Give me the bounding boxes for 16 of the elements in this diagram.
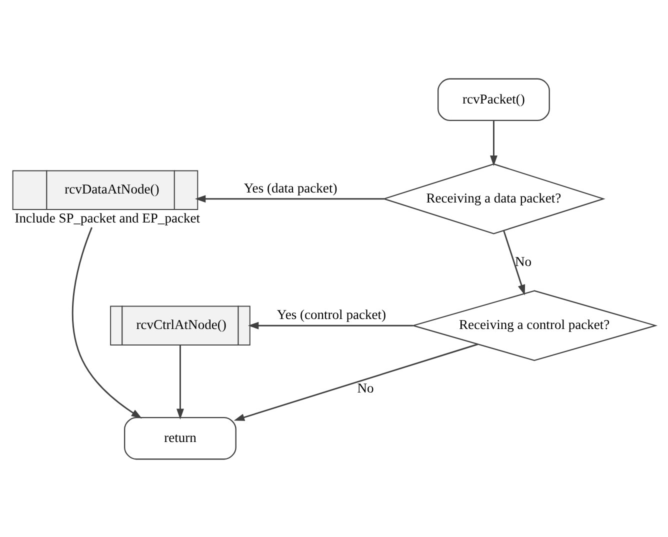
arrow [176,344,184,419]
arrow [503,230,526,295]
node-box: return [124,416,236,460]
edge-label: No [357,380,374,396]
arrow [72,226,142,418]
node-label: Include SP_packet and EP_packet [14,210,200,225]
node-diamond: Receiving a data packet? [382,162,606,234]
node-diamond: Receiving a control packet? [411,290,658,361]
arrow [490,120,498,166]
arrow [248,321,413,329]
edge-label: Yes (control packet) [276,306,386,322]
arrow [234,343,478,420]
node-box: rcvPacket() [438,78,550,121]
edge-label: No [514,253,532,268]
arrow [194,194,384,202]
edge-label: Yes (data packet) [244,180,338,195]
